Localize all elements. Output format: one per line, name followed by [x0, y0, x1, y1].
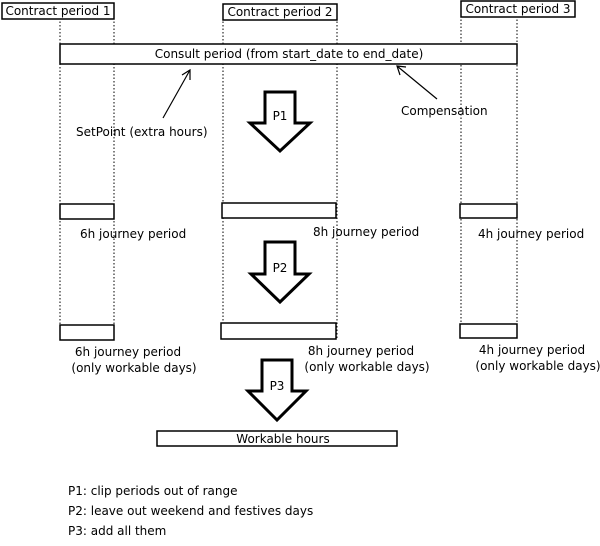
- compensation-arrow: [396, 65, 438, 100]
- row2-label-3: 4h journey period: [479, 343, 585, 357]
- row2-bar-2: [220, 322, 337, 340]
- p1-arrow: [246, 90, 314, 154]
- p2-arrow: [247, 240, 313, 305]
- legend-p3: P3: add all them: [68, 524, 166, 538]
- contract-period-3-label: Contract period 3: [465, 2, 570, 16]
- legend-p1: P1: clip periods out of range: [68, 484, 237, 498]
- p3-label: P3: [270, 379, 285, 393]
- contract-period-1-box: [1, 2, 115, 20]
- compensation-arrowhead: [396, 65, 407, 76]
- contract-period-1-label: Contract period 1: [5, 4, 110, 18]
- contract-period-2-label: Contract period 2: [227, 5, 332, 19]
- row2-sub-1: (only workable days): [71, 361, 196, 375]
- row2-bar-1: [59, 324, 115, 341]
- legend-p2: P2: leave out weekend and festives days: [68, 504, 313, 518]
- row2-label-2: 8h journey period: [308, 344, 414, 358]
- row1-bar-2: [221, 202, 337, 219]
- row2-sub-3: (only workable days): [475, 359, 600, 373]
- setpoint-arrowhead: [181, 68, 191, 80]
- row2-bar-3: [459, 323, 518, 339]
- row1-label-2: 8h journey period: [313, 225, 419, 239]
- p3-arrow: [244, 358, 310, 423]
- p2-label: P2: [273, 261, 288, 275]
- consult-period-label: Consult period (from start_date to end_d…: [155, 47, 424, 61]
- row2-label-1: 6h journey period: [75, 345, 181, 359]
- setpoint-label: SetPoint (extra hours): [76, 125, 208, 139]
- workable-hours-box: [156, 430, 398, 447]
- row1-label-3: 4h journey period: [478, 227, 584, 241]
- compensation-label: Compensation: [401, 104, 488, 118]
- row1-label-1: 6h journey period: [80, 227, 186, 241]
- row1-bar-1: [59, 203, 115, 220]
- contract-period-3-box: [460, 0, 576, 18]
- consult-period-box: [59, 43, 518, 65]
- p1-label: P1: [273, 109, 288, 123]
- workable-hours-label: Workable hours: [236, 432, 329, 446]
- row1-bar-3: [459, 203, 518, 219]
- contract-period-2-box: [222, 3, 338, 21]
- row2-sub-2: (only workable days): [304, 360, 429, 374]
- setpoint-arrow: [162, 69, 191, 119]
